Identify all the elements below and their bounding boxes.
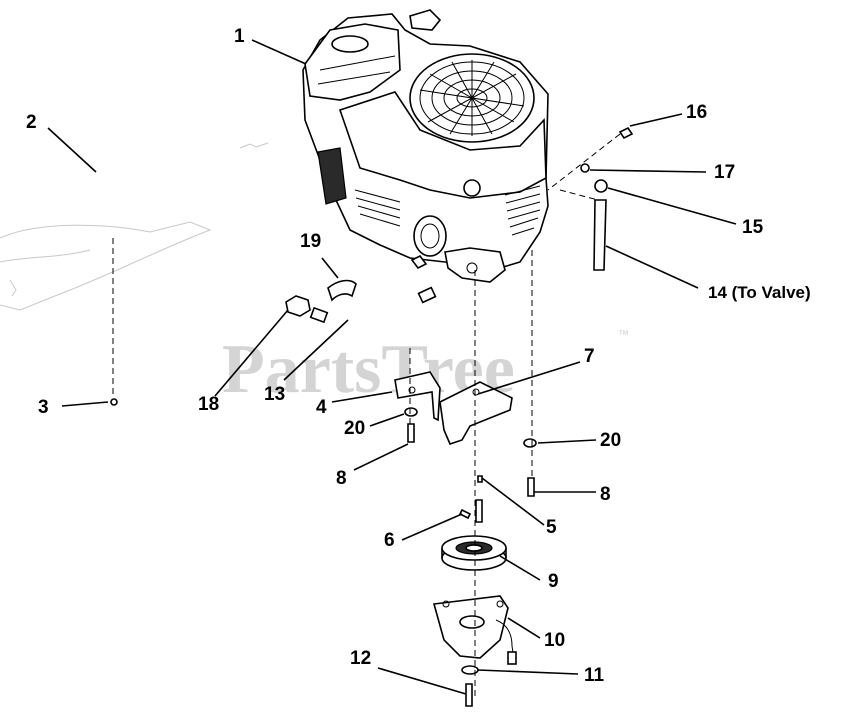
bracket-4 xyxy=(394,371,441,422)
callout-20-left: 20 xyxy=(344,418,365,439)
watermark-trademark: ™ xyxy=(618,329,629,341)
callout-17: 17 xyxy=(714,162,735,183)
callout-10: 10 xyxy=(544,630,565,651)
callout-13: 13 xyxy=(264,384,285,405)
hose-fitting xyxy=(285,295,311,317)
callout-5: 5 xyxy=(546,517,557,538)
hose-clip xyxy=(327,279,357,302)
callout-19: 19 xyxy=(300,231,321,252)
key-5 xyxy=(477,475,483,483)
callout-4: 4 xyxy=(316,397,327,418)
bolt-12 xyxy=(465,683,473,707)
belt-guard-7 xyxy=(439,381,513,445)
fitting-15 xyxy=(594,179,608,193)
deck-ghost xyxy=(0,142,269,311)
fitting-17 xyxy=(580,163,590,173)
callouts: 1 2 3 4 5 6 7 8 8 9 10 11 12 13 14 (To V… xyxy=(26,26,811,686)
callout-14: 14 (To Valve) xyxy=(708,283,811,302)
pulley-9 xyxy=(441,535,507,571)
callout-11: 11 xyxy=(584,665,605,686)
callout-8-left: 8 xyxy=(336,468,347,489)
callout-12: 12 xyxy=(350,648,371,669)
callout-16: 16 xyxy=(686,102,707,123)
washer-11 xyxy=(461,665,479,675)
washer-3 xyxy=(110,398,118,406)
bolt-5 xyxy=(475,499,483,523)
callout-15: 15 xyxy=(742,217,764,238)
callout-6: 6 xyxy=(384,530,395,551)
callout-9: 9 xyxy=(548,571,559,592)
callout-2: 2 xyxy=(26,112,37,133)
clutch-10 xyxy=(432,595,517,665)
assembly-lines xyxy=(112,133,621,700)
leader-lines xyxy=(47,39,737,695)
fitting-16 xyxy=(618,126,634,140)
callout-8-right: 8 xyxy=(600,484,611,505)
key-6 xyxy=(458,508,472,520)
oil-drain-hose xyxy=(309,286,437,327)
engine xyxy=(302,9,549,283)
callout-20-right: 20 xyxy=(600,430,621,451)
fuel-line xyxy=(593,199,607,271)
callout-1: 1 xyxy=(234,26,245,47)
bolt-8-left xyxy=(407,423,415,443)
washer-20-right xyxy=(523,438,537,448)
bolt-8-right xyxy=(527,477,535,497)
washer-20-left xyxy=(404,407,418,417)
callout-18: 18 xyxy=(198,394,219,415)
callout-3: 3 xyxy=(38,397,49,418)
callout-7: 7 xyxy=(584,346,595,367)
